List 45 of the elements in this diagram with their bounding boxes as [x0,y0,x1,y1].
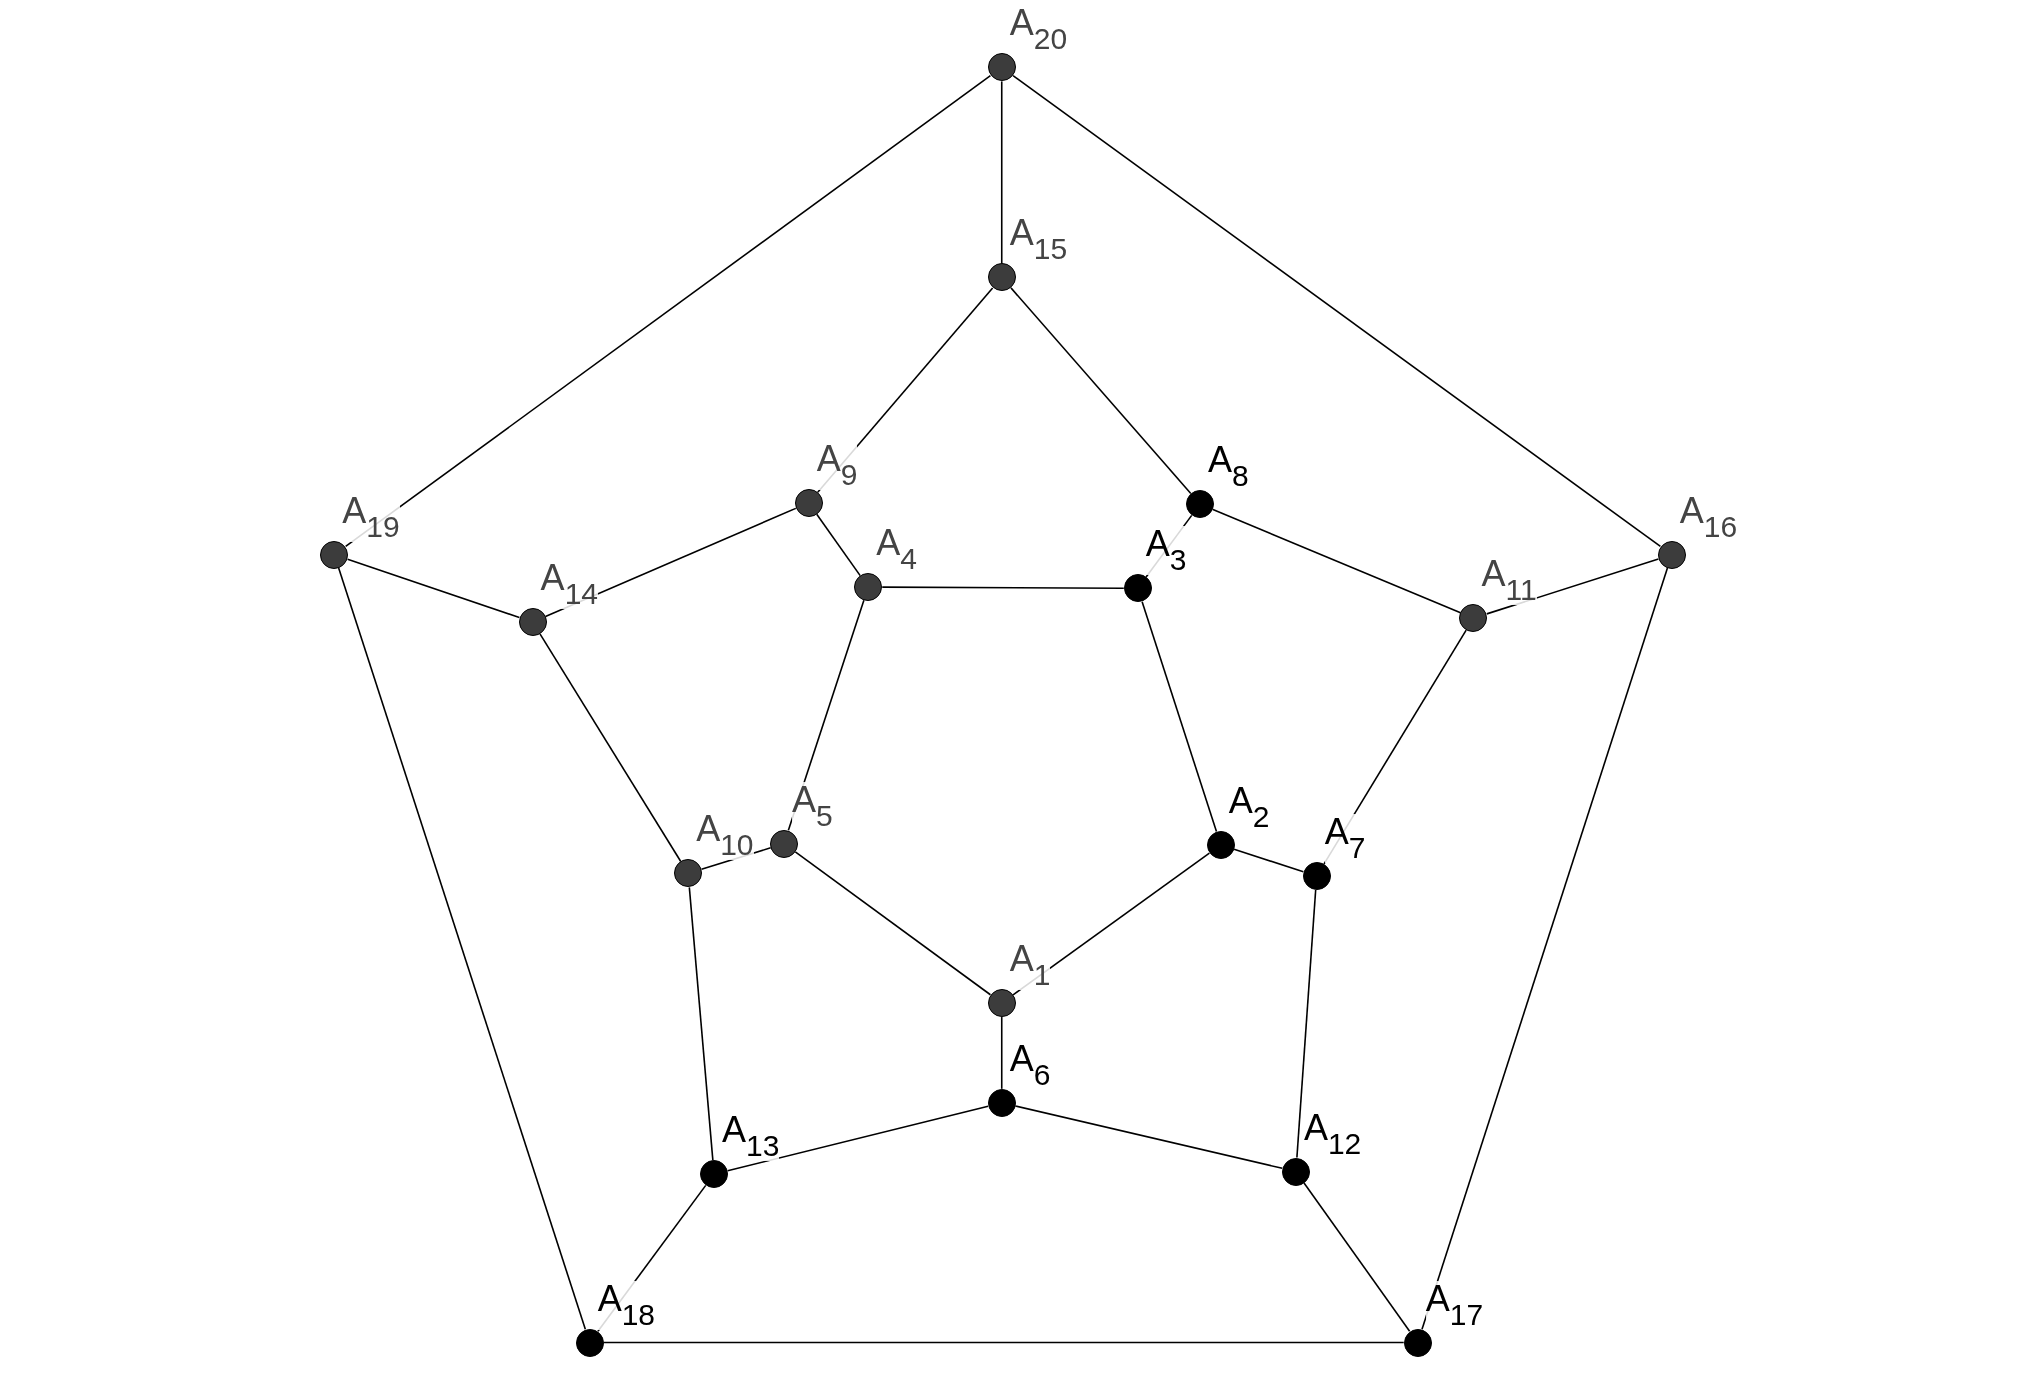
edge-line [794,851,992,996]
vertex-dot [1281,1157,1310,1186]
vertex-dot [575,1328,604,1357]
edge-line [726,1105,989,1172]
vertex-dot [987,53,1016,82]
edge-line [1486,558,1660,615]
edge-line [1012,74,1662,548]
edge-line [346,558,521,619]
vertex-label: A$_{3}$ [1145,526,1187,576]
vertex-dot [987,263,1016,292]
vertex-dot [854,573,883,602]
edge-line [344,74,992,548]
edge-line [1000,1016,1003,1090]
edge-line [1010,287,1192,495]
edge-line [602,1341,1405,1344]
vertex-dot [1186,490,1214,519]
vertex-label: A$_{7}$ [1324,814,1366,864]
edge-line [815,513,861,577]
vertex-dot [987,1088,1016,1117]
vertex-dot [674,859,703,888]
vertex-dot [1302,862,1331,891]
vertex-dot [794,488,823,517]
vertex-dot [1206,830,1235,859]
edge-line [337,567,587,1331]
edge-line [1421,567,1669,1331]
vertex-dot [1657,540,1686,569]
edge-line [1296,889,1317,1159]
edge-line [1233,848,1305,873]
edge-line [1212,508,1462,614]
edge-line [1141,600,1218,833]
edge-line [539,633,682,863]
vertex-dot [700,1160,729,1189]
edge-line [1014,1105,1284,1170]
vertex-dot [1123,574,1152,603]
edge-line [1303,1182,1411,1332]
edge-line [881,586,1125,590]
vertex-dot [1403,1328,1432,1357]
vertex-dot [518,608,547,637]
edge-line [1000,80,1003,265]
vertex-dot [320,540,349,569]
vertex-dot [770,829,798,858]
vertex-label: A$_{18}$ [597,1280,656,1330]
edge-line [688,886,714,1161]
vertex-dot [987,989,1016,1018]
vertex-dot [1459,604,1488,633]
